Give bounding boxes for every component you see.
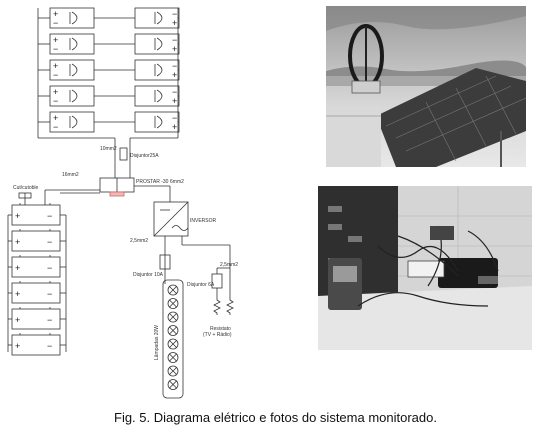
breaker-10a (159, 254, 171, 270)
label-load-sub: (TV + Rádio) (203, 332, 232, 338)
pv-module: −+ (134, 111, 180, 133)
plus-sign: + (172, 18, 177, 28)
minus-sign: − (47, 263, 52, 273)
minus-sign: − (47, 315, 52, 325)
pv-module: −+ (134, 33, 180, 55)
battery: +− (11, 255, 61, 278)
battery: +− (11, 333, 61, 356)
label-inverter: INVERSOR (190, 218, 217, 224)
minus-sign: − (53, 122, 58, 132)
minus-sign: − (53, 96, 58, 106)
label-cutout: Cut/cutoble (13, 185, 39, 191)
label-breaker-10a: Disjuntor 10A (133, 272, 164, 278)
pv-module: +− (49, 59, 95, 81)
lamp-column (162, 279, 184, 399)
lamps (167, 284, 179, 390)
battery-bank: +−+−+−+−+−+− (8, 203, 66, 356)
label-breaker-6a: Disjuntor 6A (187, 282, 215, 288)
minus-sign: − (53, 18, 58, 28)
plus-sign: + (15, 211, 20, 221)
pv-module: +− (49, 33, 95, 55)
minus-sign: − (47, 289, 52, 299)
label-cable-25b: 2,5mm2 (220, 262, 238, 268)
resistive-load (213, 296, 221, 315)
battery: +− (11, 229, 61, 252)
battery: +− (11, 281, 61, 304)
inverter (153, 201, 189, 237)
label-cable-mid: 16mm2 (62, 172, 79, 178)
pv-module: +− (49, 85, 95, 107)
plus-sign: + (15, 237, 20, 247)
label-breaker-25a: Disjuntor25A (130, 153, 159, 159)
plus-sign: + (15, 263, 20, 273)
label-controller: PROSTAR -30 (136, 179, 169, 185)
minus-sign: − (47, 211, 52, 221)
plus-sign: + (53, 61, 58, 71)
figure-caption: Fig. 5. Diagrama elétrico e fotos do sis… (114, 410, 437, 425)
pv-module: −+ (134, 7, 180, 29)
photo-solar-panels (326, 6, 526, 167)
label-cable-top: 10mm2 (100, 146, 117, 152)
lamp-symbol (167, 365, 179, 377)
plus-sign: + (53, 35, 58, 45)
minus-sign: − (47, 237, 52, 247)
pv-module: −+ (134, 59, 180, 81)
battery: +− (11, 307, 61, 330)
minus-sign: − (172, 87, 177, 97)
lamp-symbol (167, 338, 179, 350)
label-cable-batt: 6mm2 (170, 179, 184, 185)
pv-module: −+ (134, 85, 180, 107)
minus-sign: − (53, 70, 58, 80)
pv-array: +−−++−−++−−++−−++−−+ (38, 7, 180, 133)
label-lamps: Lâmpadas 20W (154, 325, 160, 360)
lamp-symbol (167, 311, 179, 323)
plus-sign: + (15, 341, 20, 351)
pv-module: +− (49, 7, 95, 29)
plus-sign: + (53, 113, 58, 123)
electrical-diagram: +−−++−−++−−++−−++−−+ +−+−+−+−+−+− (7, 7, 238, 399)
plus-sign: + (172, 44, 177, 54)
plus-sign: + (15, 315, 20, 325)
plus-sign: + (172, 70, 177, 80)
minus-sign: − (172, 113, 177, 123)
lamp-symbol (167, 379, 179, 390)
minus-sign: − (172, 61, 177, 71)
lamp-symbol (167, 298, 179, 309)
minus-sign: − (172, 9, 177, 19)
lamp-symbol (167, 325, 179, 336)
pv-module: +− (49, 111, 95, 133)
photo-monitoring-bench (318, 186, 532, 350)
plus-sign: + (53, 87, 58, 97)
plus-sign: + (53, 9, 58, 19)
plus-sign: + (15, 289, 20, 299)
plus-sign: + (172, 96, 177, 106)
plus-sign: + (172, 122, 177, 132)
label-load: Resistato (210, 326, 231, 332)
lamp-symbol (167, 352, 179, 363)
minus-sign: − (47, 341, 52, 351)
lamp-symbol (167, 284, 179, 296)
battery: +− (11, 203, 61, 226)
breaker-25a (119, 147, 128, 161)
label-cable-25a: 2,5mm2 (130, 238, 148, 244)
minus-sign: − (53, 44, 58, 54)
battery-cutout (18, 192, 32, 199)
minus-sign: − (172, 35, 177, 45)
